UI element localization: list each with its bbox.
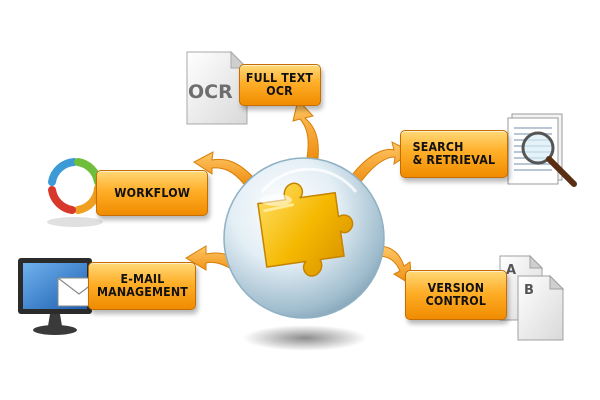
version-control-node[interactable]: VERSION CONTROL (405, 270, 507, 320)
search-retrieval-label: SEARCH & RETRIEVAL (412, 140, 496, 167)
puzzle-piece-sphere-icon (223, 157, 385, 319)
version-a-text: A (506, 263, 516, 278)
ab-documents-icon: A B (499, 254, 565, 341)
ocr-icon-text: OCR (188, 81, 233, 103)
version-b-text: B (524, 283, 534, 298)
version-control-label: VERSION CONTROL (425, 281, 487, 308)
arrow-to-ocr (292, 98, 319, 159)
arrow-to-version (377, 245, 413, 286)
full-text-ocr-label: FULL TEXT OCR (246, 71, 314, 98)
full-text-ocr-node[interactable]: FULL TEXT OCR (239, 64, 321, 106)
cycle-arrows-icon (47, 158, 103, 227)
sphere-shadow (243, 325, 367, 351)
magnifier-document-icon (507, 113, 577, 187)
workflow-label: WORKFLOW (114, 185, 190, 200)
workflow-node[interactable]: WORKFLOW (96, 170, 208, 216)
search-retrieval-node[interactable]: SEARCH & RETRIEVAL (400, 130, 508, 178)
ocr-document-icon: OCR (186, 50, 249, 125)
email-management-label: E-MAIL MANAGEMENT (96, 272, 188, 299)
monitor-envelope-icon (18, 258, 101, 335)
arrow-to-workflow (193, 151, 253, 185)
connector-arrows (185, 98, 413, 286)
email-management-node[interactable]: E-MAIL MANAGEMENT (88, 262, 196, 310)
